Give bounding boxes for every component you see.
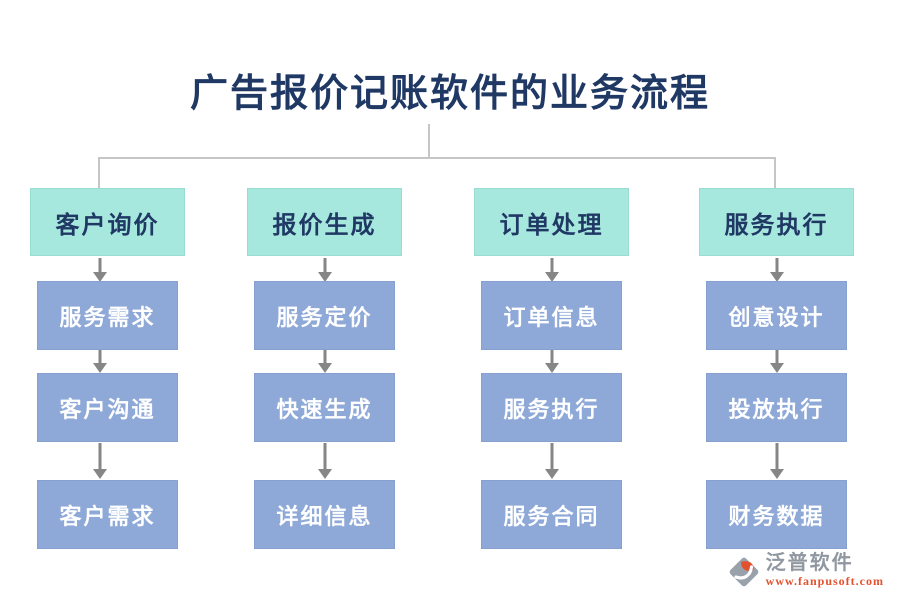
- flow-step: 服务合同: [481, 480, 622, 549]
- connector-horizontal: [98, 157, 776, 159]
- flow-column-service-execution: 服务执行 创意设计 投放执行 财务数据: [699, 188, 854, 560]
- flow-step: 快速生成: [254, 373, 395, 442]
- arrow-down-icon: [317, 350, 332, 373]
- flow-step: 订单信息: [481, 281, 622, 350]
- arrow-down-icon: [544, 258, 559, 282]
- arrow-down-icon: [769, 443, 784, 479]
- arrow-down-icon: [544, 443, 559, 479]
- flow-step: 详细信息: [254, 480, 395, 549]
- flow-step: 客户沟通: [37, 373, 178, 442]
- fanpu-logo-icon: [729, 557, 758, 587]
- flow-step: 创意设计: [706, 281, 847, 350]
- flow-column-customer-inquiry: 客户询价 服务需求 客户沟通 客户需求: [30, 188, 185, 560]
- flow-step: 服务定价: [254, 281, 395, 350]
- flow-header: 报价生成: [247, 188, 402, 256]
- flow-step: 服务需求: [37, 281, 178, 350]
- flow-column-quote-generation: 报价生成 服务定价 快速生成 详细信息: [247, 188, 402, 560]
- flow-step: 财务数据: [706, 480, 847, 549]
- page-title: 广告报价记账软件的业务流程: [189, 73, 710, 115]
- flow-step: 投放执行: [706, 373, 847, 442]
- arrow-down-icon: [769, 350, 784, 373]
- connector-stem: [428, 124, 430, 158]
- flow-column-order-processing: 订单处理 订单信息 服务执行 服务合同: [474, 188, 629, 560]
- arrow-down-icon: [92, 258, 107, 282]
- watermark: 泛普软件 www.fanpusoft.com: [726, 552, 884, 590]
- flow-header: 客户询价: [30, 188, 185, 256]
- arrow-down-icon: [769, 258, 784, 282]
- flow-header: 服务执行: [699, 188, 854, 256]
- flow-step: 服务执行: [481, 373, 622, 442]
- arrow-down-icon: [92, 350, 107, 373]
- arrow-down-icon: [317, 443, 332, 479]
- watermark-url: www.fanpusoft.com: [765, 574, 884, 588]
- watermark-brand: 泛普软件: [765, 552, 854, 574]
- flow-header: 订单处理: [474, 188, 629, 256]
- arrow-down-icon: [92, 443, 107, 479]
- arrow-down-icon: [544, 350, 559, 373]
- flow-step: 客户需求: [37, 480, 178, 549]
- arrow-down-icon: [317, 258, 332, 282]
- connector-drop-right: [774, 158, 776, 189]
- connector-drop-left: [98, 158, 100, 189]
